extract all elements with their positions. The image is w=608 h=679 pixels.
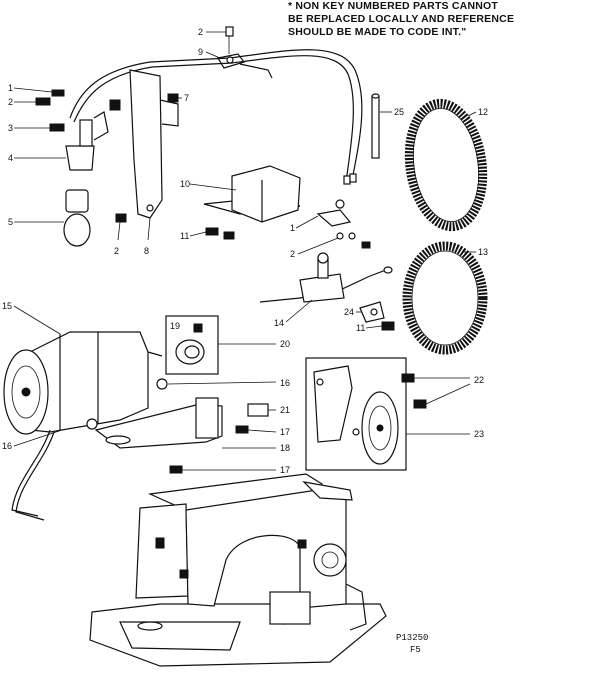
callout-19: 19 <box>170 321 180 331</box>
terminal-clips <box>316 199 371 249</box>
part-13-belt <box>402 241 488 355</box>
callout-7: 7 <box>184 93 189 103</box>
callout-2: 2 <box>8 97 13 107</box>
callout-16b: 16 <box>2 441 12 451</box>
callout-8: 8 <box>144 246 149 256</box>
note-line-3: SHOULD BE MADE TO CODE INT." <box>288 26 467 38</box>
wiring-harness <box>69 49 363 185</box>
part-4-lamp-socket <box>65 111 109 171</box>
callout-1b: 1 <box>290 223 295 233</box>
part-24-clip <box>359 301 395 331</box>
callout-2b: 2 <box>114 246 119 256</box>
callout-22: 22 <box>474 375 484 385</box>
callout-10: 10 <box>180 179 190 189</box>
callout-25: 25 <box>394 107 404 117</box>
callout-13: 13 <box>478 247 488 257</box>
note-line-2: BE REPLACED LOCALLY AND REFERENCE <box>288 13 515 25</box>
part-23-pulley-box <box>305 357 427 471</box>
part-25-rod <box>371 93 380 159</box>
part-14-linkage <box>259 252 393 303</box>
parts-note: * NON KEY NUMBERED PARTS CANNOT BE REPLA… <box>288 0 604 39</box>
leader-lines <box>13 31 477 471</box>
callout-17b: 17 <box>280 465 290 475</box>
motor-cord <box>11 429 55 521</box>
callout-11b: 11 <box>356 323 365 333</box>
part-15-motor <box>3 331 163 435</box>
part-18-bracket <box>94 397 223 449</box>
callout-1: 1 <box>8 83 13 93</box>
callout-20: 20 <box>280 339 290 349</box>
part-8-bracket <box>115 69 179 223</box>
part-20-inset-box <box>165 315 219 375</box>
drawing-sub-code: F5 <box>410 645 421 655</box>
part-12-belt <box>404 98 488 232</box>
left-screws <box>35 89 121 132</box>
part-5-bulb <box>63 189 91 247</box>
callout-9: 9 <box>198 47 203 57</box>
callout-3: 3 <box>8 123 13 133</box>
callout-labels: 1 2 3 4 5 2 8 7 2 9 10 11 1 2 14 24 11 2… <box>2 27 488 475</box>
note-line-1: * NON KEY NUMBERED PARTS CANNOT <box>288 0 498 12</box>
callout-2c: 2 <box>198 27 203 37</box>
part-10-switch <box>203 165 301 240</box>
callout-12: 12 <box>478 107 488 117</box>
callout-11: 11 <box>180 231 189 241</box>
drawing-code: P13250 <box>396 633 428 643</box>
callout-21: 21 <box>280 405 290 415</box>
callout-4: 4 <box>8 153 13 163</box>
callout-2d: 2 <box>290 249 295 259</box>
callout-5: 5 <box>8 217 13 227</box>
callout-16: 16 <box>280 378 290 388</box>
callout-23: 23 <box>474 429 484 439</box>
callout-18: 18 <box>280 443 290 453</box>
callout-24: 24 <box>344 307 354 317</box>
callout-15: 15 <box>2 301 12 311</box>
sewing-machine-head <box>89 473 387 667</box>
callout-17: 17 <box>280 427 290 437</box>
part-9-clip <box>217 26 273 79</box>
callout-14: 14 <box>274 318 284 328</box>
part-21-screw <box>156 378 269 474</box>
